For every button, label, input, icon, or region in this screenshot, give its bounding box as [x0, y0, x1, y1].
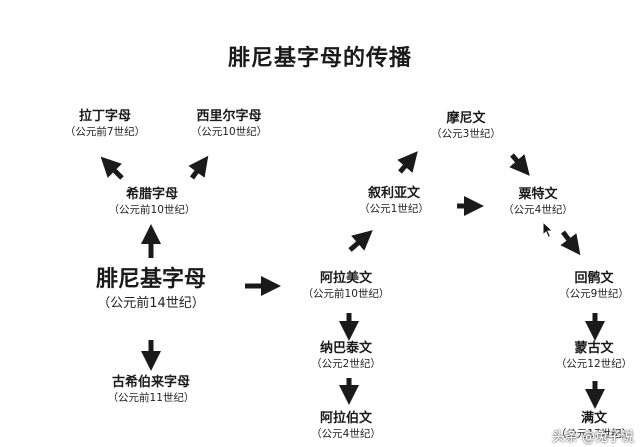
arrow-greek-to-cyrillic [188, 155, 209, 180]
node-aramaic-name: 阿拉美文 [319, 271, 372, 286]
node-cyrillic-era: （公元10世纪） [190, 126, 268, 138]
node-hebrew: 古希伯来字母 （公元前11世纪） [108, 374, 195, 406]
node-hebrew-era: （公元前11世纪） [107, 392, 195, 404]
node-nabataean: 纳巴泰文 （公元2世纪） [311, 340, 381, 372]
node-manchu: 满文 （公元17世纪） [556, 410, 632, 442]
node-aramaic-era: （公元前10世纪） [302, 288, 390, 300]
mouse-cursor-icon [542, 221, 554, 239]
node-syriac-name: 叙利亚文 [367, 186, 420, 201]
node-latin-era: （公元前7世纪） [64, 126, 146, 138]
node-manichaean-name: 摩尼文 [446, 111, 486, 126]
node-phoenician-name: 腓尼基字母 [95, 267, 207, 292]
node-syriac: 叙利亚文 （公元1世纪） [359, 185, 429, 217]
node-aramaic: 阿拉美文 （公元前10世纪） [303, 270, 390, 302]
arrow-aramaic-to-syriac [348, 230, 373, 252]
node-mongolian-name: 蒙古文 [574, 341, 614, 356]
node-sogdian: 粟特文 （公元4世纪） [503, 186, 573, 218]
node-latin-name: 拉丁字母 [78, 109, 131, 124]
node-arabic-era: （公元4世纪） [311, 428, 381, 440]
node-sogdian-era: （公元4世纪） [503, 204, 573, 216]
arrow-manichaean-to-sogdian [509, 153, 530, 176]
arrow-greek-to-latin [100, 156, 124, 180]
node-latin: 拉丁字母 （公元前7世纪） [65, 108, 145, 140]
node-uyghur-era: （公元9世纪） [559, 288, 629, 300]
node-uyghur: 回鹘文 （公元9世纪） [559, 270, 629, 302]
arrow-syriac-to-manichaean [397, 151, 418, 174]
arrow-sogdian-to-uyghur [560, 230, 581, 256]
node-phoenician: 腓尼基字母 （公元前14世纪） [96, 266, 206, 314]
node-manchu-name: 满文 [580, 411, 607, 426]
node-cyrillic: 西里尔字母 （公元10世纪） [191, 108, 267, 140]
node-greek: 希腊字母 （公元前10世纪） [109, 186, 196, 218]
node-uyghur-name: 回鹘文 [574, 271, 614, 286]
node-greek-name: 希腊字母 [125, 187, 178, 202]
node-manichaean-era: （公元3世纪） [431, 128, 501, 140]
node-greek-era: （公元前10世纪） [108, 204, 196, 216]
node-sogdian-name: 粟特文 [518, 187, 558, 202]
node-phoenician-era: （公元前14世纪） [97, 296, 205, 311]
node-manichaean: 摩尼文 （公元3世纪） [431, 110, 501, 142]
node-arabic-name: 阿拉伯文 [319, 411, 372, 426]
node-nabataean-era: （公元2世纪） [311, 358, 381, 370]
watermark: 头条 @兔子说 [551, 430, 634, 445]
node-syriac-era: （公元1世纪） [359, 203, 429, 215]
node-arabic: 阿拉伯文 （公元4世纪） [311, 410, 381, 442]
node-cyrillic-name: 西里尔字母 [196, 109, 262, 124]
node-hebrew-name: 古希伯来字母 [111, 375, 190, 390]
node-mongolian: 蒙古文 （公元12世纪） [556, 340, 632, 372]
node-mongolian-era: （公元12世纪） [555, 358, 633, 370]
diagram-title: 腓尼基字母的传播 [227, 46, 412, 71]
node-manchu-era: （公元17世纪） [555, 428, 633, 440]
node-nabataean-name: 纳巴泰文 [319, 341, 372, 356]
